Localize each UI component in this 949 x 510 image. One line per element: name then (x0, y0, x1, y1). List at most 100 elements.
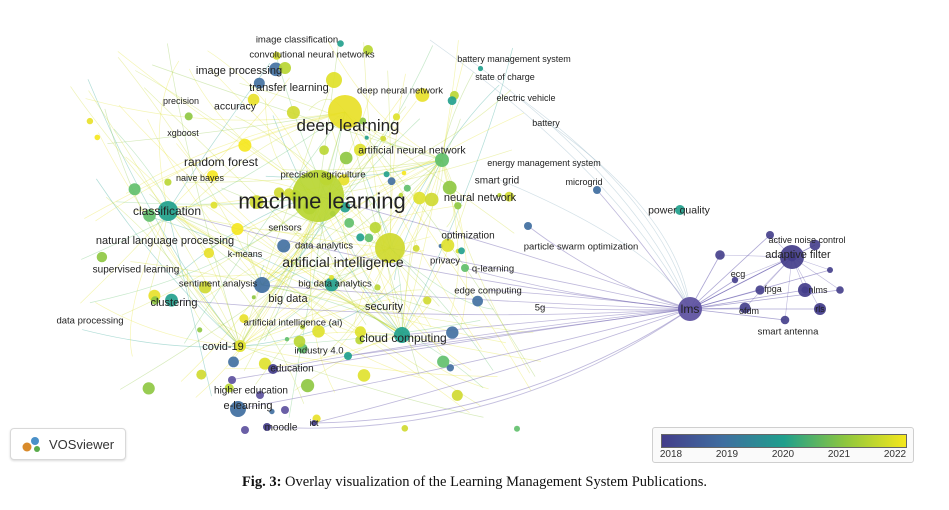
keyword-bubble (256, 391, 264, 399)
node-label: precision (163, 96, 199, 106)
node-bubble (158, 201, 178, 221)
node-bubble (593, 186, 601, 194)
node-label: clustering (150, 297, 197, 309)
network-edge (221, 187, 391, 249)
network-edge (344, 111, 536, 377)
node-bubble (524, 222, 532, 230)
keyword-bubble (247, 93, 260, 106)
network-edge (130, 210, 169, 357)
keyword-bubble (356, 233, 365, 242)
network-edge (125, 156, 241, 347)
network-edge (389, 247, 494, 371)
keyword-bubble (392, 113, 401, 121)
network-edge (147, 119, 263, 286)
keyword-bubble (269, 62, 283, 77)
keyword-bubble (338, 174, 350, 186)
lms-edge (313, 308, 691, 424)
keyword-bubble (739, 302, 751, 314)
network-edge (239, 263, 334, 347)
node-label: machine learning (238, 189, 406, 214)
node-label: ofdm (739, 306, 759, 316)
keyword-bubble (143, 209, 156, 222)
node-label: energy management system (487, 158, 601, 168)
network-edge (261, 284, 534, 334)
network-edge (117, 57, 263, 286)
network-edge (118, 104, 403, 336)
node-bubble (461, 264, 469, 272)
network-edge (87, 79, 241, 347)
lms-edge (389, 247, 691, 310)
keyword-bubble (164, 178, 172, 186)
network-edge (186, 268, 241, 347)
network-edge (363, 42, 403, 336)
network-edge (167, 77, 290, 212)
keyword-bubble (780, 315, 790, 325)
network-edge (233, 331, 403, 366)
network-edge (177, 247, 391, 277)
keyword-bubble (197, 327, 203, 333)
network-edge (321, 247, 391, 358)
network-edge (98, 132, 241, 347)
lms-edge (527, 225, 691, 310)
node-bubble (675, 205, 685, 215)
node-bubble (814, 303, 826, 315)
keyword-bubble (380, 135, 387, 142)
lms-edge (539, 306, 691, 311)
cluster-edge (689, 234, 771, 310)
keyword-bubble (504, 191, 515, 202)
node-label: battery (532, 118, 560, 128)
network-edge (339, 159, 443, 348)
node-label: adaptive filter (765, 249, 831, 261)
node-bubble (394, 327, 410, 343)
node-bubble (435, 153, 449, 167)
node-label: state of charge (475, 72, 535, 82)
node-label: rls (815, 304, 825, 314)
network-edge (167, 210, 323, 236)
node-label: xgboost (167, 128, 199, 138)
keyword-bubble (446, 364, 454, 372)
network-edge (239, 106, 407, 347)
node-label: q-learning (472, 263, 514, 274)
keyword-bubble (231, 223, 244, 235)
keyword-bubble (364, 135, 369, 140)
node-label: data processing (56, 315, 123, 326)
keyword-bubble (142, 382, 155, 395)
legend-tick-2022: 2022 (883, 449, 907, 460)
keyword-bubble (277, 239, 291, 253)
figure-caption: Fig. 3: Overlay visualization of the Lea… (0, 474, 949, 491)
network-edge (317, 195, 472, 371)
keyword-bubble (458, 247, 465, 255)
node-label: higher education (214, 386, 288, 397)
keyword-bubble (401, 170, 407, 176)
node-label: electric vehicle (496, 93, 555, 103)
node-bubble (230, 401, 246, 417)
node-label: big data analytics (298, 278, 372, 289)
lms-edge (401, 308, 691, 336)
keyword-bubble (442, 180, 457, 195)
network-edge (327, 41, 443, 161)
caption-text: Overlay visualization of the Learning Ma… (281, 474, 708, 490)
network-edge (167, 210, 212, 397)
network-edge (389, 247, 494, 310)
network-edge (70, 86, 169, 212)
keyword-bubble (827, 267, 833, 273)
network-edge (243, 159, 443, 326)
lms-edge (272, 308, 691, 370)
network-edge (225, 334, 403, 370)
network-edge (89, 195, 319, 304)
keyword-bubble (238, 138, 252, 152)
keyword-bubble (128, 183, 141, 196)
node-bubble (263, 423, 271, 431)
node-label: battery management system (457, 54, 571, 64)
network-edge (239, 88, 331, 347)
node-label: supervised learning (93, 265, 180, 276)
keyword-bubble (96, 251, 108, 263)
keyword-bubble (299, 324, 305, 330)
keyword-bubble (423, 296, 432, 305)
network-edge (184, 111, 346, 344)
legend-tick-2021: 2021 (827, 449, 851, 460)
node-label: privacy (430, 255, 460, 266)
keyword-bubble (437, 355, 450, 368)
network-edge (208, 67, 391, 249)
